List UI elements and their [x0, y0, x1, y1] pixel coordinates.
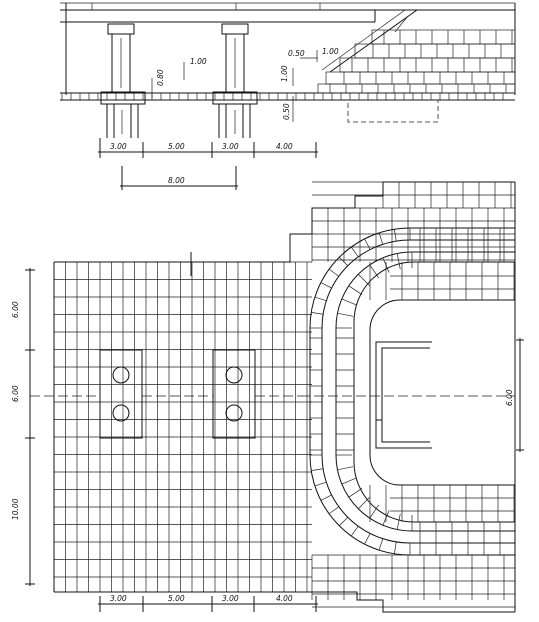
dim-apron-top: 1.00 [322, 47, 339, 56]
elev-dim-total: 8.00 [168, 176, 185, 185]
dim-apron-step-w: 0.50 [288, 49, 305, 58]
plan-dim-4: 4.00 [276, 594, 293, 603]
wingwall-curve [309, 227, 515, 556]
dim-step-height: 1.00 [190, 57, 207, 66]
elev-dim-1: 3.00 [110, 142, 127, 151]
elevation-view: 1.00 0.80 0.50 1.00 1.00 0.50 3.00 5.00 … [60, 2, 516, 190]
dim-apron-thickness: 0.50 [282, 103, 291, 120]
elev-dim-2: 5.00 [168, 142, 185, 151]
plan-dim-3: 3.00 [222, 594, 239, 603]
plan-right-dim: 6.00 [505, 389, 514, 406]
pier-left [100, 23, 146, 138]
plan-bottom-dimensions: 3.00 5.00 3.00 4.00 [98, 594, 318, 612]
culvert-opening [300, 341, 515, 449]
plan-left-dim-1: 6.00 [11, 301, 20, 318]
apron-steps [317, 29, 516, 123]
pier-plan-right [212, 349, 256, 439]
elevation-bottom-dimensions: 3.00 5.00 3.00 4.00 8.00 [98, 138, 318, 190]
plan-dim-2: 5.00 [168, 594, 185, 603]
riverbed-protection-course [60, 92, 515, 101]
plan-left-dimensions: 6.00 6.00 10.00 [11, 268, 35, 586]
plan-left-dim-2: 6.00 [11, 385, 20, 402]
plan-right-dimension: 6.00 [505, 338, 524, 452]
elevation-local-dims: 1.00 0.80 0.50 1.00 1.00 0.50 [151, 47, 339, 122]
pier-right [212, 23, 258, 138]
apron-stepped-boundary [53, 181, 516, 613]
elev-dim-4: 4.00 [276, 142, 293, 151]
elev-dim-3: 3.00 [222, 142, 239, 151]
plan-dim-1: 3.00 [110, 594, 127, 603]
plan-left-dim-3: 10.00 [11, 498, 20, 520]
embankment-slope [321, 9, 418, 73]
pier-plan-left [99, 349, 143, 439]
plan-view: 6.00 6.00 10.00 6.00 3.00 5.00 3.00 4.00 [11, 181, 524, 613]
dim-pier-gap: 0.80 [156, 69, 165, 86]
dim-apron-step-h: 1.00 [280, 65, 289, 82]
